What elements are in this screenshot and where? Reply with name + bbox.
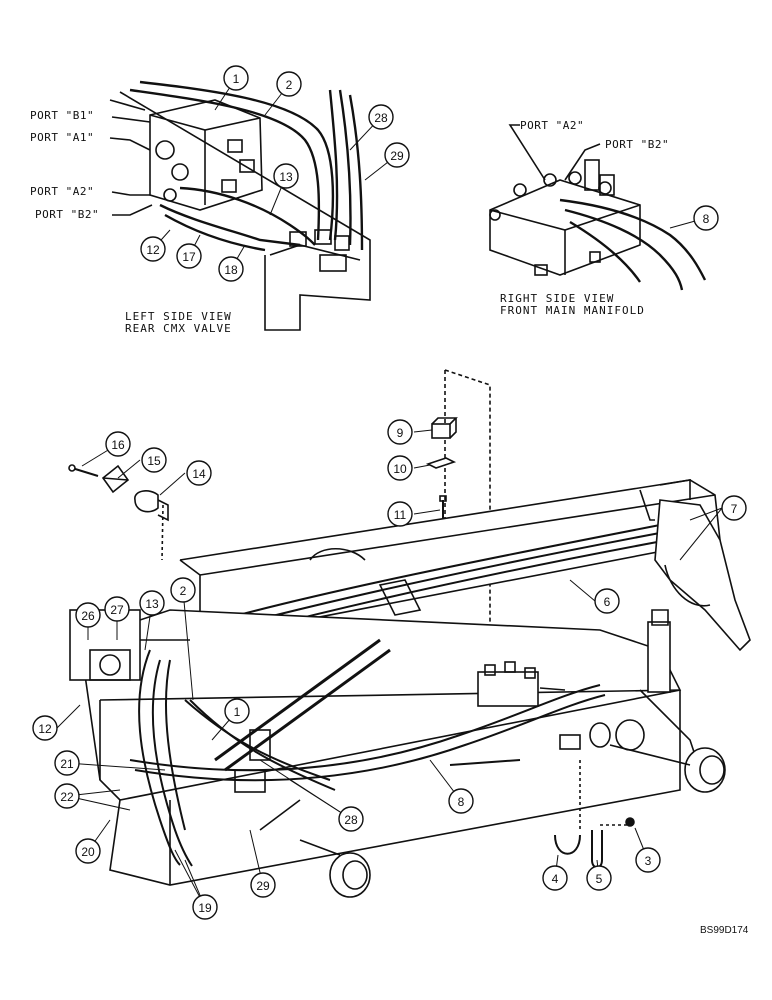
right-port-labels: PORT "A2" PORT "B2" — [520, 119, 669, 151]
callout-1-main: 1 — [224, 698, 250, 724]
port-a2-right-label: PORT "A2" — [520, 119, 584, 132]
callout-11: 11 — [387, 501, 413, 527]
svg-text:15: 15 — [147, 454, 161, 468]
svg-text:17: 17 — [182, 250, 196, 264]
right-side-view-inset — [489, 124, 707, 291]
left-view-title-line1: LEFT SIDE VIEW — [125, 310, 232, 323]
right-view-title-line2: FRONT MAIN MANIFOLD — [500, 304, 645, 317]
callout-15: 15 — [141, 447, 167, 473]
left-view-title-line2: REAR CMX VALVE — [125, 322, 232, 335]
svg-text:29: 29 — [390, 149, 404, 163]
svg-text:3: 3 — [645, 854, 652, 868]
svg-text:29: 29 — [256, 879, 270, 893]
svg-text:13: 13 — [145, 597, 159, 611]
callouts: 1 2 28 29 13 12 17 18 8 9 10 11 16 15 14… — [32, 65, 747, 920]
port-b1-label: PORT "B1" — [30, 109, 94, 122]
svg-text:13: 13 — [279, 170, 293, 184]
svg-text:5: 5 — [596, 872, 603, 886]
callout-29-top: 29 — [384, 142, 410, 168]
callout-22: 22 — [54, 783, 80, 809]
callout-12-main: 12 — [32, 715, 58, 741]
svg-text:2: 2 — [180, 584, 187, 598]
port-b2-right-label: PORT "B2" — [605, 138, 669, 151]
svg-text:1: 1 — [233, 72, 240, 86]
callout-29-main: 29 — [250, 872, 276, 898]
svg-text:6: 6 — [604, 595, 611, 609]
callout-8-top: 8 — [693, 205, 719, 231]
callout-7: 7 — [721, 495, 747, 521]
callout-2-main: 2 — [170, 577, 196, 603]
callout-18-top: 18 — [218, 256, 244, 282]
svg-text:9: 9 — [397, 426, 404, 440]
callout-5: 5 — [586, 865, 612, 891]
callout-20: 20 — [75, 838, 101, 864]
right-view-title: RIGHT SIDE VIEW FRONT MAIN MANIFOLD — [500, 292, 645, 317]
port-b2-label: PORT "B2" — [35, 208, 99, 221]
callout-13-top: 13 — [273, 163, 299, 189]
callout-6: 6 — [594, 588, 620, 614]
svg-text:8: 8 — [703, 212, 710, 226]
svg-text:22: 22 — [60, 790, 74, 804]
svg-text:8: 8 — [458, 795, 465, 809]
left-view-title: LEFT SIDE VIEW REAR CMX VALVE — [125, 310, 232, 335]
left-port-labels: PORT "B1" PORT "A1" PORT "A2" PORT "B2" — [30, 109, 99, 221]
svg-text:4: 4 — [552, 872, 559, 886]
svg-text:21: 21 — [60, 757, 74, 771]
port-a2-label: PORT "A2" — [30, 185, 94, 198]
callout-10: 10 — [387, 455, 413, 481]
svg-text:12: 12 — [146, 243, 160, 257]
left-side-view-inset — [109, 80, 371, 331]
svg-text:14: 14 — [192, 467, 206, 481]
callout-21: 21 — [54, 750, 80, 776]
callout-12-top: 12 — [140, 236, 166, 262]
callout-3: 3 — [635, 847, 661, 873]
callout-26: 26 — [75, 602, 101, 628]
callout-9: 9 — [387, 419, 413, 445]
callout-13-main: 13 — [139, 590, 165, 616]
callout-8-main: 8 — [448, 788, 474, 814]
callout-28-top: 28 — [368, 104, 394, 130]
callout-2-top: 2 — [276, 71, 302, 97]
svg-text:12: 12 — [38, 722, 52, 736]
callout-27: 27 — [104, 596, 130, 622]
callout-16: 16 — [105, 431, 131, 457]
drawing-id: BS99D174 — [700, 925, 749, 936]
port-a1-label: PORT "A1" — [30, 131, 94, 144]
svg-text:27: 27 — [110, 603, 124, 617]
right-view-title-line1: RIGHT SIDE VIEW — [500, 292, 614, 305]
svg-text:19: 19 — [198, 901, 212, 915]
callout-4: 4 — [542, 865, 568, 891]
callout-14: 14 — [186, 460, 212, 486]
svg-text:28: 28 — [344, 813, 358, 827]
callout-17-top: 17 — [176, 243, 202, 269]
svg-text:11: 11 — [394, 508, 407, 522]
svg-text:1: 1 — [234, 705, 241, 719]
callout-19: 19 — [192, 894, 218, 920]
svg-text:16: 16 — [111, 438, 125, 452]
callout-1-top: 1 — [223, 65, 249, 91]
svg-text:28: 28 — [374, 111, 388, 125]
svg-text:2: 2 — [286, 78, 293, 92]
svg-text:18: 18 — [224, 263, 238, 277]
svg-text:7: 7 — [731, 502, 738, 516]
main-assembly — [56, 77, 751, 908]
svg-text:26: 26 — [81, 609, 95, 623]
svg-text:20: 20 — [81, 845, 95, 859]
callout-28-main: 28 — [338, 806, 364, 832]
svg-text:10: 10 — [393, 462, 407, 476]
